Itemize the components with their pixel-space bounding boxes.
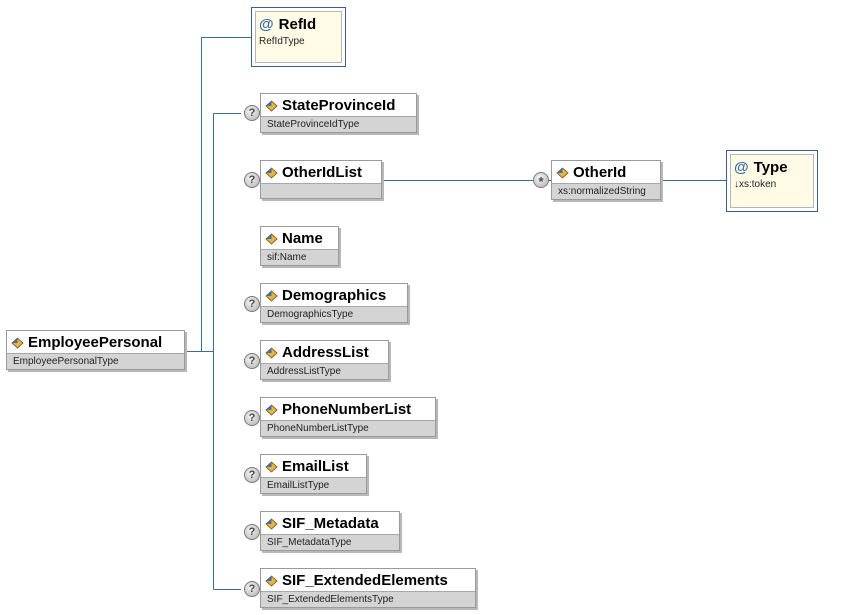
optional-icon: ? <box>244 172 260 188</box>
child-element-name: SIF_Metadata <box>282 514 379 532</box>
child-element[interactable]: SIF_ExtendedElements SIF_ExtendedElement… <box>260 568 476 608</box>
child-element-name: AddressList <box>282 343 369 361</box>
child-element[interactable]: Name sif:Name <box>260 226 339 266</box>
attribute-type-node[interactable]: @ Type ↓xs:token <box>726 150 818 212</box>
element-icon <box>265 517 278 530</box>
optional-icon: ? <box>244 105 260 121</box>
child-element[interactable]: AddressList AddressListType <box>260 340 389 380</box>
element-icon <box>265 232 278 245</box>
attribute-type: RefIdType <box>259 36 305 47</box>
child-element-type: PhoneNumberListType <box>261 420 435 436</box>
element-icon <box>265 460 278 473</box>
child-element-type: DemographicsType <box>261 306 407 322</box>
optional-icon: ? <box>244 524 260 540</box>
attribute-name: Type <box>753 158 788 176</box>
root-element[interactable]: EmployeePersonal EmployeePersonalType <box>6 330 185 370</box>
child-element[interactable]: SIF_Metadata SIF_MetadataType <box>260 511 400 551</box>
optional-icon: ? <box>244 581 260 597</box>
child-element-type: SIF_MetadataType <box>261 534 399 550</box>
child-element[interactable]: StateProvinceId StateProvinceIdType <box>260 93 417 133</box>
child-element-type: AddressListType <box>261 363 388 379</box>
optional-icon: ? <box>244 353 260 369</box>
element-icon <box>265 403 278 416</box>
otherid-element-name: OtherId <box>573 163 627 181</box>
child-element[interactable]: EmailList EmailListType <box>260 454 367 494</box>
element-icon <box>265 289 278 302</box>
child-element-type: sif:Name <box>261 249 338 265</box>
attribute-type: ↓xs:token <box>734 179 777 190</box>
attribute-icon: @ <box>734 158 749 176</box>
child-element-name: EmailList <box>282 457 349 475</box>
root-element-name: EmployeePersonal <box>28 333 163 351</box>
element-icon <box>11 336 24 349</box>
child-element-name: Name <box>282 229 323 247</box>
otherid-element-type: xs:normalizedString <box>552 183 660 199</box>
element-icon <box>265 574 278 587</box>
attribute-icon: @ <box>259 15 274 33</box>
optional-icon: ? <box>244 467 260 483</box>
child-element-name: OtherIdList <box>282 163 363 181</box>
child-element-name: SIF_ExtendedElements <box>282 571 448 589</box>
otherid-element[interactable]: OtherId xs:normalizedString <box>551 160 661 200</box>
child-element[interactable]: OtherIdList <box>260 160 382 199</box>
attribute-name: RefId <box>278 15 317 33</box>
child-element[interactable]: Demographics DemographicsType <box>260 283 408 323</box>
cardinality-icon: * <box>533 172 549 189</box>
child-element[interactable]: PhoneNumberList PhoneNumberListType <box>260 397 436 437</box>
child-element-type: EmailListType <box>261 477 366 493</box>
child-element-name: PhoneNumberList <box>282 400 412 418</box>
element-icon <box>265 346 278 359</box>
optional-icon: ? <box>244 410 260 426</box>
child-element-name: Demographics <box>282 286 387 304</box>
element-icon <box>265 166 278 179</box>
optional-icon: ? <box>244 296 260 312</box>
child-element-name: StateProvinceId <box>282 96 396 114</box>
child-element-type: SIF_ExtendedElementsType <box>261 591 475 607</box>
child-element-type <box>261 183 381 198</box>
element-icon <box>265 99 278 112</box>
root-element-type: EmployeePersonalType <box>7 353 184 369</box>
attribute-refid[interactable]: @ RefId RefIdType <box>251 7 346 67</box>
child-element-type: StateProvinceIdType <box>261 116 416 132</box>
element-icon <box>556 166 569 179</box>
